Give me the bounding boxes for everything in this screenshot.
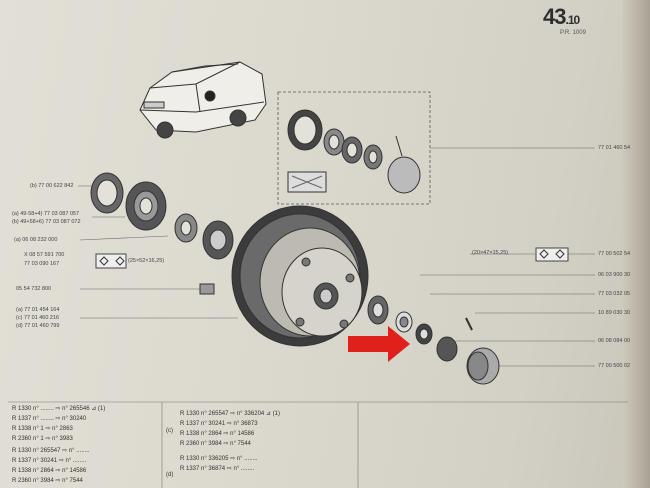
- dimension-label: (20×47×15,25): [472, 250, 509, 256]
- part-label: 77 01 460 54: [598, 145, 631, 151]
- kit-contents: [287, 109, 421, 194]
- part-label: 06 03 900 30: [598, 272, 631, 278]
- part-label: 77 00 500 02: [598, 363, 631, 369]
- table-row: R 1330 n° 336205 ⇨ n° ........: [180, 456, 258, 462]
- part-label: (a) 77 01 454 164: [16, 307, 60, 313]
- car-illustration: [139, 61, 267, 139]
- table-row: R 1337 n° 30241 ⇨ n° ........: [12, 458, 87, 464]
- table-row: R 1330 n° 265547 ⇨ n° ........: [12, 448, 90, 454]
- page-number: 43.10: [543, 4, 580, 29]
- part-label: X 08 57 591 700: [24, 252, 65, 258]
- table-row: R 2360 n° 3984 ⇨ n° 7544: [12, 478, 83, 484]
- page-reference: P.R. 1009: [560, 30, 586, 36]
- part-label: (a) 06 08 232 000: [14, 237, 58, 243]
- table-row: R 1330 n° 265547 ⇨ n° 336204 ⊿ (1): [180, 411, 280, 417]
- part-label: (c) 77 01 460 216: [16, 315, 60, 321]
- table-row: R 1337 n° 30241 ⇨ n° 36873: [180, 421, 258, 427]
- part-label: 77 03 032 05: [598, 291, 631, 297]
- table-mark: (c): [166, 428, 173, 434]
- part-label: (b) 49+58+6) 77 03 087 072: [12, 219, 81, 225]
- left-parts: [90, 172, 234, 295]
- part-label: 06 08 084 00: [598, 338, 631, 344]
- part-label: 05 54 732 800: [16, 286, 52, 292]
- part-label: (b) 77 00 622 842: [30, 183, 74, 189]
- part-label: 10 89 030 30: [598, 310, 631, 316]
- table-row: R 1330 n° ........ ⇨ n° 265546 ⊿ (1): [12, 406, 106, 412]
- table-row: R 1338 n° 1 ⇨ n° 2863: [12, 426, 73, 432]
- table-row: R 1337 n° 36874 ⇨ n° ........: [180, 466, 255, 472]
- table-mark: (d): [166, 472, 174, 478]
- right-parts: [367, 247, 569, 385]
- table-row: R 2360 n° 1 ⇨ n° 3983: [12, 436, 73, 442]
- red-arrow: [348, 326, 410, 362]
- table-row: R 1338 n° 2864 ⇨ n° 14586: [180, 431, 255, 437]
- brake-drum: [231, 205, 369, 347]
- part-label: (d) 77 01 460 799: [16, 323, 60, 329]
- part-label: 77 03 090 167: [24, 261, 60, 267]
- table-row: R 2360 n° 3984 ⇨ n° 7544: [180, 441, 251, 447]
- table-row: R 1337 n° ........ ⇨ n° 30240: [12, 416, 87, 422]
- part-label: (a) 49-58+4) 77 03 087 057: [12, 211, 80, 217]
- table-row: R 1338 n° 2864 ⇨ n° 14586: [12, 468, 87, 474]
- part-label: 77 00 502 54: [598, 251, 631, 257]
- table-lines: [8, 401, 628, 488]
- book-spine: [622, 0, 650, 488]
- dimension-label: (25×52×16,25): [128, 258, 165, 264]
